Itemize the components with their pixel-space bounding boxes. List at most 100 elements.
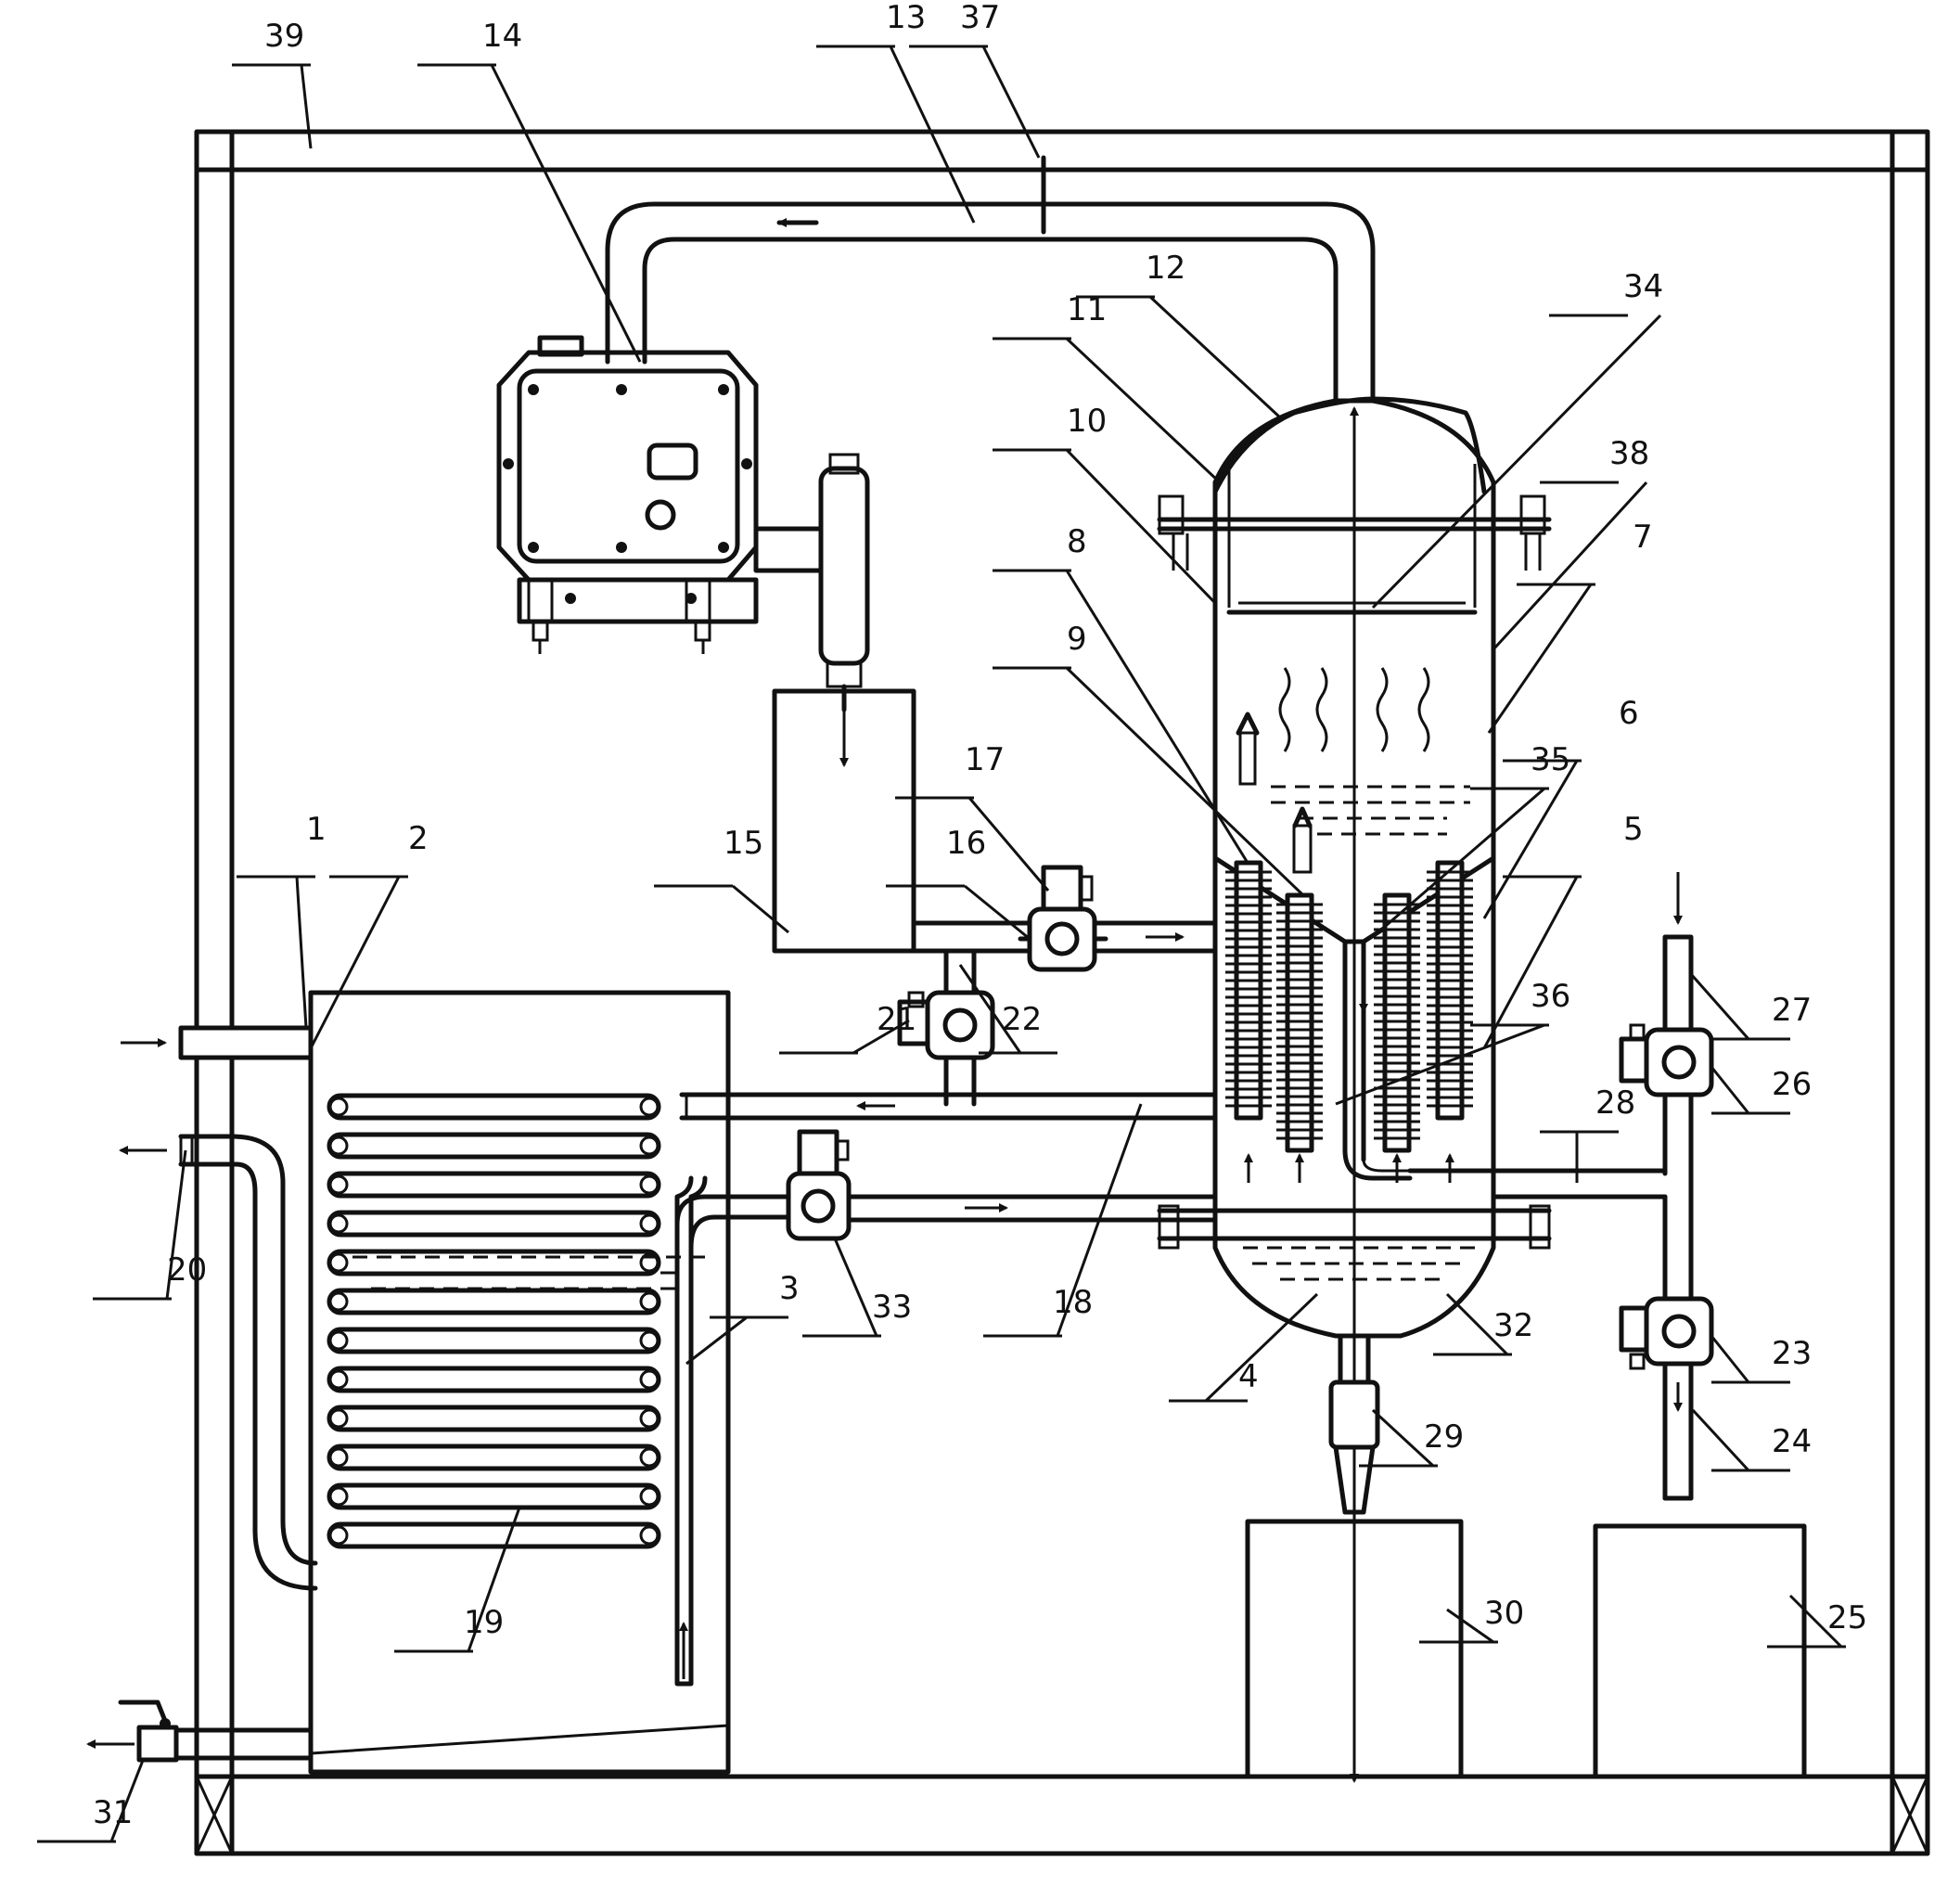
leader-line: [1335, 1023, 1545, 1106]
coil-turn: [327, 1405, 661, 1432]
coil-end-left: [328, 1291, 349, 1312]
callout-label: 4: [1238, 1358, 1259, 1395]
callout-label: 20: [167, 1251, 207, 1289]
coil-end-right: [639, 1408, 660, 1429]
leader-line: [1445, 1292, 1509, 1356]
coil-end-right: [639, 1525, 660, 1546]
callout-label: 8: [1067, 523, 1087, 560]
coil-end-right: [639, 1486, 660, 1507]
leader-line: [490, 64, 642, 363]
coil-turn: [327, 1482, 661, 1510]
product-drain: [1245, 1333, 1807, 1779]
coil-end-left: [328, 1486, 349, 1507]
leader-line: [685, 1315, 748, 1366]
leader-line: [981, 45, 1041, 159]
callout-label: 30: [1484, 1595, 1524, 1632]
leader-line: [1204, 1292, 1319, 1403]
leader-line: [1065, 570, 1249, 864]
condenser-tank: [86, 990, 731, 1775]
leader-line: [1482, 760, 1579, 919]
leader-line: [309, 876, 401, 1049]
leader-line: [109, 1757, 146, 1842]
callout-label: 37: [960, 0, 1000, 36]
coil-end-right: [639, 1213, 660, 1234]
coil-turn: [327, 1521, 661, 1549]
evaporator-vessel: [1157, 396, 1552, 1783]
coil-turn: [327, 1366, 661, 1393]
valve-17: [1018, 865, 1108, 972]
leader-line: [165, 1149, 187, 1300]
leader-line: [967, 797, 1050, 892]
leader-line: [1487, 584, 1593, 734]
leader-line: [1446, 1608, 1494, 1644]
coil-end-right: [639, 1174, 660, 1195]
feed-pipe: [674, 1092, 1218, 1687]
water-pipes: [1407, 872, 1714, 1501]
leader-line: [1065, 448, 1217, 605]
coil-end-left: [328, 1097, 349, 1117]
cooling-coil: [327, 1093, 714, 1549]
callout-label: 28: [1595, 1084, 1635, 1122]
coil-end-left: [328, 1213, 349, 1234]
coil-end-left: [328, 1174, 349, 1195]
callout-label: 14: [482, 18, 522, 55]
leader-line: [1788, 1594, 1843, 1649]
coil-end-left: [328, 1447, 349, 1468]
coil-turn: [327, 1210, 661, 1238]
callout-label: 9: [1067, 621, 1087, 658]
leader-line: [1065, 666, 1305, 897]
heating-tubes: [1225, 860, 1473, 1183]
coil-end-right: [639, 1136, 660, 1156]
callout-label: 13: [886, 0, 926, 36]
coil-end-right: [639, 1369, 660, 1390]
leader-line: [1056, 1103, 1143, 1337]
callout-label: 15: [724, 825, 763, 862]
callout-label: 5: [1623, 811, 1644, 848]
leader-line: [852, 1019, 910, 1055]
leader-line: [1371, 314, 1662, 609]
callout-label: 10: [1067, 403, 1107, 440]
leader-line: [1372, 787, 1545, 939]
coil-turn: [327, 1171, 661, 1199]
leader-line: [1371, 1408, 1435, 1468]
callout-label: 26: [1772, 1066, 1812, 1103]
coil-turn: [327, 1249, 661, 1277]
leader-line: [732, 884, 789, 934]
leader-line: [1691, 1408, 1750, 1472]
coil-end-left: [328, 1525, 349, 1546]
leader-line: [1065, 337, 1222, 484]
callout-label: 6: [1619, 695, 1639, 732]
callout-label: 25: [1827, 1599, 1867, 1636]
callout-label: 2: [408, 820, 429, 857]
leader-line: [889, 45, 976, 224]
leader-line: [1492, 481, 1648, 651]
leader-line: [964, 884, 1031, 941]
callout-label: 38: [1609, 435, 1649, 472]
leader-line: [467, 1507, 521, 1652]
coil-end-left: [328, 1330, 349, 1351]
callout-label: 34: [1623, 268, 1663, 305]
callout-label: 22: [1002, 1001, 1042, 1038]
callout-label: 3: [779, 1270, 800, 1307]
leader-line: [833, 1238, 878, 1337]
leader-line: [300, 64, 313, 149]
leader-line: [1482, 876, 1579, 1049]
coil-end-right: [639, 1330, 660, 1351]
coil-end-right: [639, 1097, 660, 1117]
vacuum-pump: [496, 335, 870, 712]
callout-label: 17: [965, 741, 1005, 778]
coil-end-left: [328, 1369, 349, 1390]
callout-label: 1: [306, 811, 327, 848]
callout-label: 39: [264, 18, 304, 55]
callout-label: 27: [1772, 992, 1812, 1029]
leader-line: [295, 876, 308, 1029]
callout-label: 32: [1493, 1307, 1533, 1344]
coil-turn: [327, 1288, 661, 1315]
leader-line: [1710, 1335, 1750, 1383]
coil-end-right: [639, 1447, 660, 1468]
coil-end-right: [639, 1291, 660, 1312]
coil-turn: [327, 1327, 661, 1354]
coil-turn: [327, 1093, 661, 1121]
